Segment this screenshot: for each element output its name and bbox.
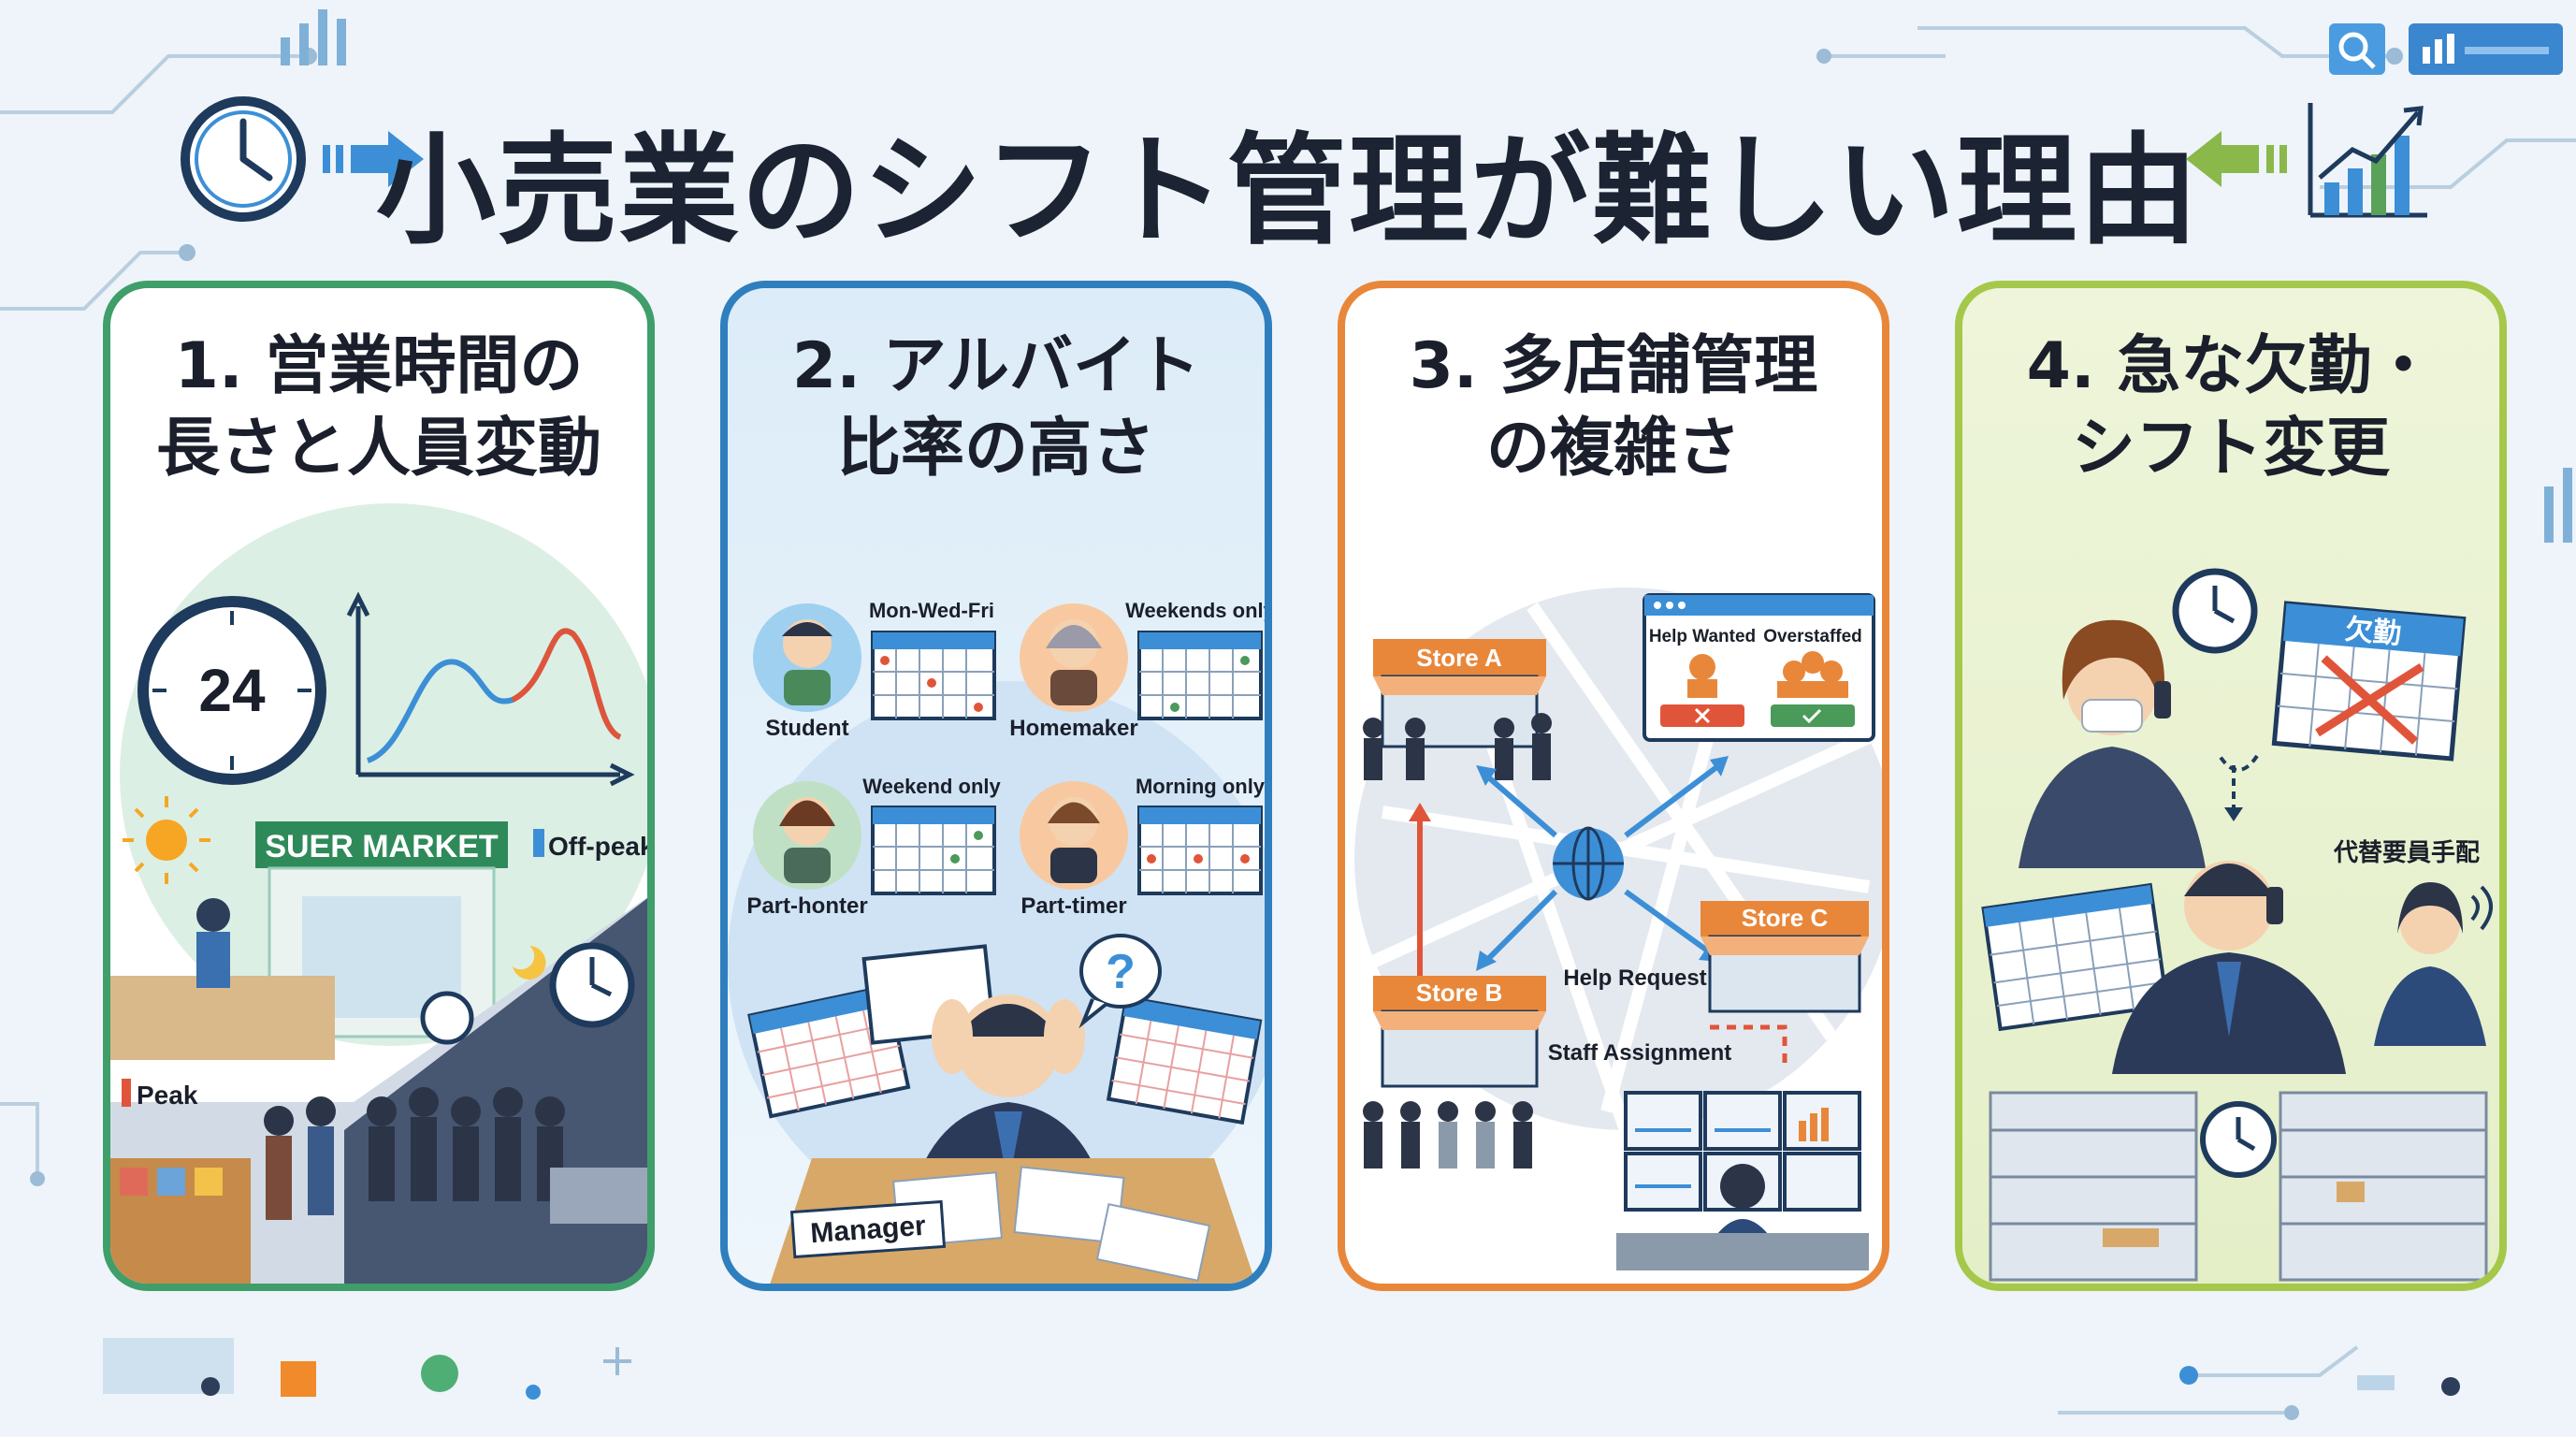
- legend-peak: Peak: [137, 1081, 198, 1110]
- calendar-icon: [1106, 994, 1263, 1125]
- globe-icon: [1553, 826, 1624, 901]
- manager-nameplate: Manager: [789, 1199, 947, 1259]
- part-timer-schedule: Morning only: [1136, 775, 1266, 798]
- sun-icon: [123, 796, 210, 884]
- part-timer-label: Part-timer: [1020, 893, 1126, 919]
- staff-calling: [2374, 882, 2493, 1046]
- student-schedule: Mon-Wed-Fri: [869, 599, 994, 622]
- face-mask-icon: [2081, 699, 2143, 733]
- student-label: Student: [765, 716, 848, 741]
- card-multi-store: Store A Help Wanted Overstaffed: [1338, 281, 1889, 1291]
- part-honter-avatar: [753, 781, 861, 890]
- overstaffed-label: Overstaffed: [1763, 627, 1862, 646]
- arrow-right-icon: [323, 131, 424, 187]
- help-wanted-label: Help Wanted: [1649, 627, 1756, 646]
- shift-schedule-sheet: [1981, 882, 2170, 1032]
- card4-illustration: 欠勤 代替要員手配: [1981, 568, 2493, 1282]
- card1-title: 1. 営業時間の 長さと人員変動: [110, 326, 647, 490]
- store-c-label: Store C: [1742, 904, 1829, 932]
- card2-title-line1: 2. アルバイト: [791, 329, 1201, 403]
- absence-calendar-icon: 欠勤: [2271, 601, 2467, 762]
- card-part-timer-ratio: Student Mon-Wed-Fri Homemaker Weekends o…: [720, 281, 1272, 1291]
- question-bubble-icon: ?: [1078, 934, 1162, 1029]
- manager-on-phone: [2112, 861, 2346, 1074]
- card1-title-line2: 長さと人員変動: [155, 412, 601, 486]
- store-sign: SUER MARKET: [265, 829, 499, 864]
- card-sudden-absence: 欠勤 代替要員手配: [1955, 281, 2507, 1291]
- card4-title-line1: 4. 急な欠勤・: [2026, 329, 2436, 403]
- staff-fluctuation-chart-icon: [346, 591, 635, 787]
- homemaker-schedule: Weekends only: [1125, 599, 1272, 622]
- part-timer-avatar: [1020, 781, 1128, 890]
- card4-title-line2: シフト変更: [2071, 412, 2390, 486]
- legend-offpeak: Off-peak: [548, 832, 655, 861]
- homemaker-avatar: [1020, 603, 1128, 712]
- part-honter-label: Part-honter: [746, 893, 867, 919]
- phone-icon: [2266, 887, 2283, 924]
- calendar-icon: [871, 631, 996, 720]
- clock-icon: [181, 96, 306, 222]
- clock-24-icon: [137, 596, 326, 785]
- empty-shelves: [1989, 1091, 2488, 1282]
- calendar-icon: [871, 806, 996, 895]
- student-avatar: [753, 603, 861, 712]
- calendar-icon: [1137, 631, 1263, 720]
- homemaker-label: Homemaker: [1009, 716, 1137, 741]
- page-title: 小売業のシフト管理が難しい理由: [375, 122, 2200, 261]
- card4-title: 4. 急な欠勤・ シフト変更: [1962, 326, 2499, 490]
- moon-icon: [513, 946, 546, 980]
- sick-employee: [2019, 619, 2206, 868]
- card1-title-line1: 1. 営業時間の: [174, 329, 584, 403]
- monitoring-screens: [1624, 1091, 1861, 1212]
- chart-growth-icon: [2308, 103, 2427, 218]
- card2-title-line2: 比率の高さ: [836, 412, 1155, 486]
- part-honter-schedule: Weekend only: [862, 775, 1001, 798]
- clock-icon: [2172, 568, 2258, 654]
- card3-title-line1: 3. 多店舗管理: [1409, 329, 1818, 403]
- card3-title: 3. 多店舗管理 の複雑さ: [1345, 326, 1882, 490]
- card2-title: 2. アルバイト 比率の高さ: [728, 326, 1265, 490]
- store-a-label: Store A: [1416, 644, 1502, 672]
- store-b: Store B: [1373, 976, 1546, 1088]
- store-c: Store C: [1700, 901, 1869, 1013]
- store-a: Store A: [1373, 639, 1546, 748]
- question-mark: ?: [1106, 945, 1136, 999]
- card3-title-line2: の複雑さ: [1485, 412, 1741, 486]
- card-business-hours: 24 SUER MARKET Off-peak: [103, 281, 655, 1291]
- clock-24-label: 24: [198, 657, 266, 724]
- arrow-left-icon: [2186, 131, 2287, 187]
- staff-assignment-label: Staff Assignment: [1548, 1040, 1731, 1066]
- sound-waves-icon: [2470, 885, 2493, 931]
- card1-illustration: 24 SUER MARKET Off-peak: [110, 503, 655, 1284]
- card2-illustration: Student Mon-Wed-Fri Homemaker Weekends o…: [728, 599, 1272, 1284]
- card3-illustration: Store A Help Wanted Overstaffed: [1354, 588, 1882, 1270]
- calendar-icon: [1137, 806, 1263, 895]
- staffing-status-window: Help Wanted Overstaffed: [1643, 593, 1875, 742]
- store-b-label: Store B: [1416, 979, 1502, 1007]
- absence-label: 欠勤: [2344, 614, 2403, 651]
- help-request-label: Help Request: [1563, 965, 1706, 991]
- clock-icon: [2200, 1101, 2277, 1178]
- phone-icon: [2154, 681, 2171, 718]
- replacement-label: 代替要員手配: [2333, 838, 2480, 866]
